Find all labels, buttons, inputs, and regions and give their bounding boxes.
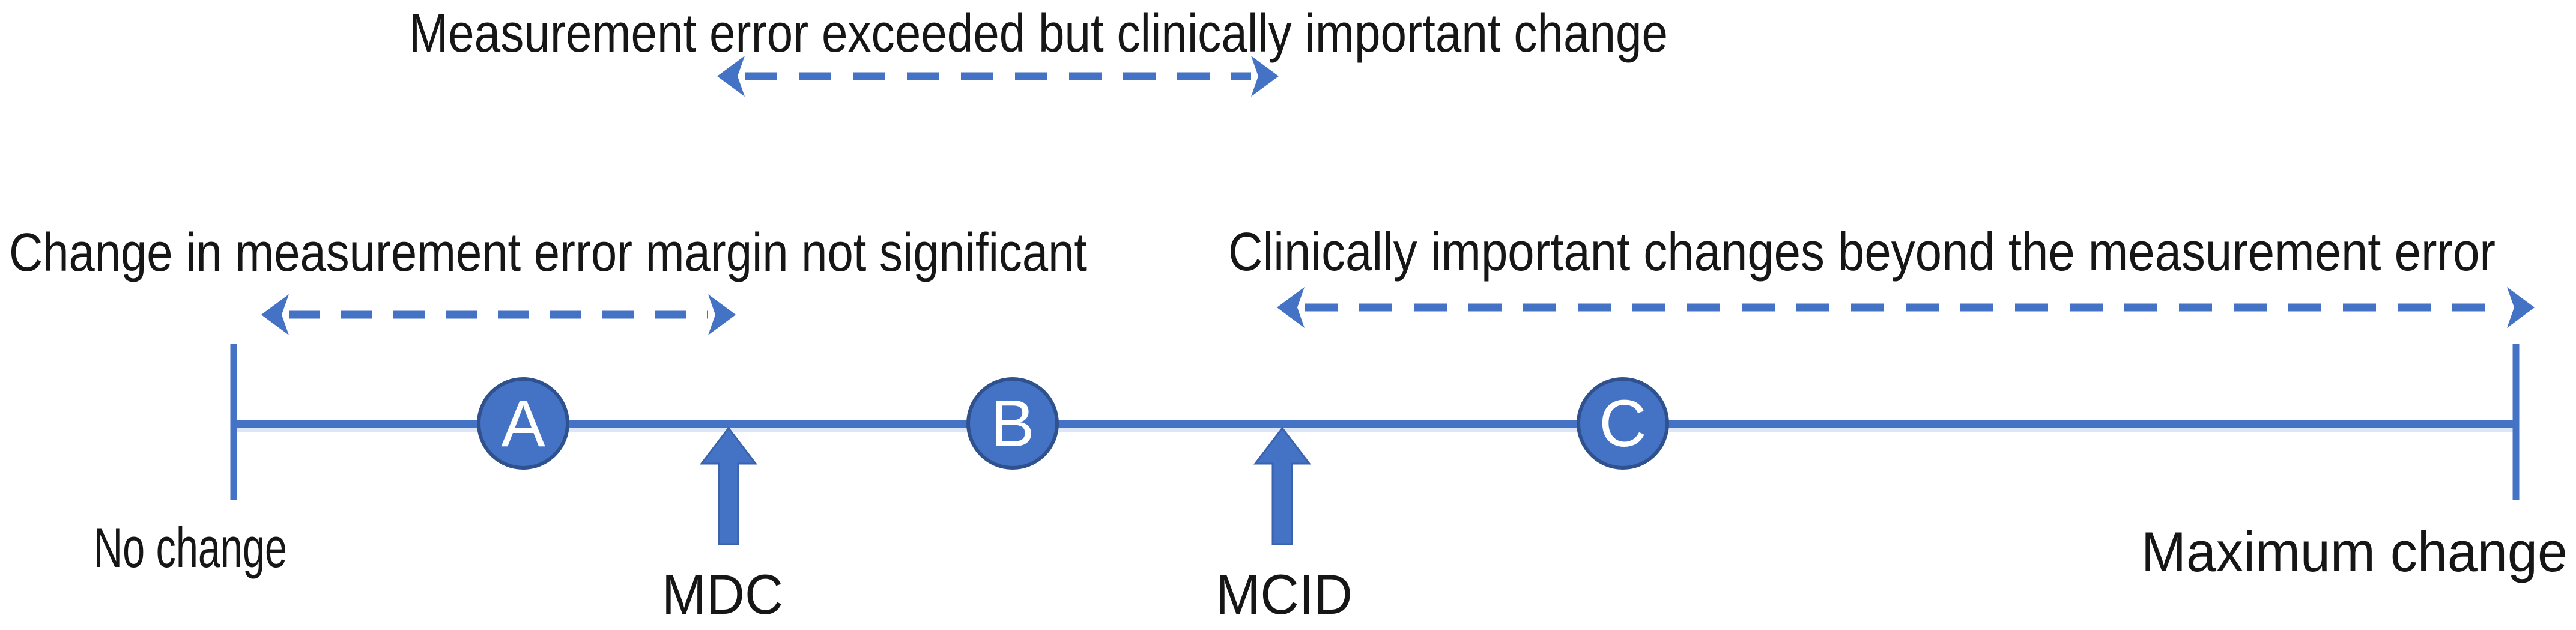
point-c-circle bbox=[1577, 377, 1669, 470]
point-b-label: B bbox=[990, 387, 1034, 461]
point-a: A bbox=[477, 377, 569, 470]
mcid-up-arrow-icon bbox=[1253, 426, 1312, 545]
mdc-up-arrow-icon bbox=[699, 426, 758, 545]
arrowhead-left-icon bbox=[1277, 287, 1305, 328]
point-c-label: C bbox=[1599, 387, 1646, 461]
annotation-left-text: Change in measurement error margin not s… bbox=[9, 223, 1087, 283]
arrowhead-left-icon bbox=[717, 56, 745, 97]
point-b: B bbox=[966, 377, 1059, 470]
mdc-label: MDC bbox=[662, 563, 783, 626]
point-a-label: A bbox=[501, 387, 545, 461]
dashed-double-arrow-right-icon bbox=[1277, 287, 2535, 328]
no-change-label: No change bbox=[94, 516, 287, 579]
mcid-label: MCID bbox=[1216, 563, 1353, 626]
arrowhead-right-icon bbox=[2507, 287, 2535, 328]
dashed-double-arrow-left-icon bbox=[261, 294, 736, 335]
point-c: C bbox=[1577, 377, 1669, 470]
point-b-circle bbox=[966, 377, 1059, 470]
scale-line-bar bbox=[234, 420, 2516, 428]
scale-line-shadow bbox=[234, 428, 2516, 432]
point-a-circle bbox=[477, 377, 569, 470]
dashed-double-arrow-top-icon bbox=[717, 56, 1279, 97]
arrowhead-right-icon bbox=[1251, 56, 1279, 97]
mdc-marker: MDC bbox=[662, 426, 783, 626]
maximum-change-label: Maximum change bbox=[2141, 520, 2568, 583]
arrowhead-left-icon bbox=[261, 294, 289, 335]
mcid-marker: MCID bbox=[1216, 426, 1353, 626]
annotation-top-text: Measurement error exceeded but clinicall… bbox=[409, 4, 1668, 64]
annotation-right-text: Clinically important changes beyond the … bbox=[1228, 222, 2496, 282]
scale-line bbox=[230, 344, 2520, 500]
arrowhead-right-icon bbox=[708, 294, 736, 335]
